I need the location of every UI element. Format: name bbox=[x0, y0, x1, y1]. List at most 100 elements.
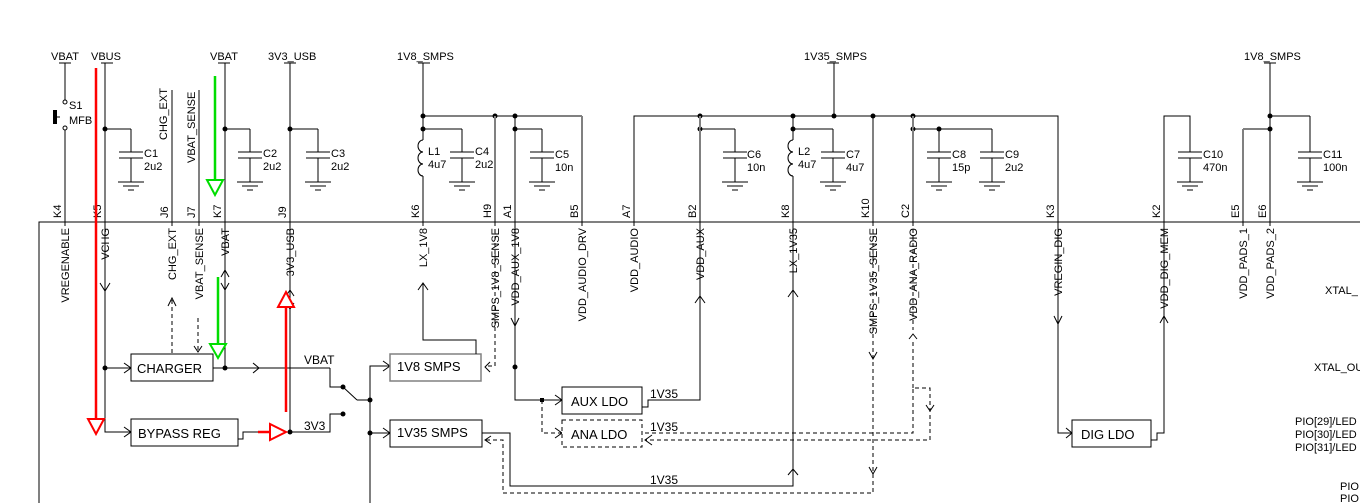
svg-text:1V8 SMPS: 1V8 SMPS bbox=[397, 359, 461, 374]
svg-text:DIG LDO: DIG LDO bbox=[1081, 427, 1134, 442]
svg-text:2u2: 2u2 bbox=[475, 159, 493, 171]
capacitor-c2: C2 2u2 bbox=[237, 129, 281, 191]
capacitor-c3: C3 2u2 bbox=[305, 129, 349, 191]
net-1v35-bottom: 1V35 bbox=[650, 473, 678, 487]
inductor-l2: L2 4u7 bbox=[787, 139, 816, 222]
internal-signal-label: VCHG bbox=[100, 228, 112, 260]
rail-vbat-1: VBAT bbox=[51, 51, 79, 64]
svg-text:2u2: 2u2 bbox=[1005, 162, 1023, 174]
capacitor-c5: C5 10n bbox=[529, 129, 573, 191]
svg-text:4u7: 4u7 bbox=[428, 159, 446, 171]
annotation-red-3v3-path bbox=[258, 289, 296, 442]
svg-text:3V3_USB: 3V3_USB bbox=[268, 51, 316, 63]
svg-text:4u7: 4u7 bbox=[846, 162, 864, 174]
pin-number: K7 bbox=[212, 205, 224, 218]
signal-xtal-in: XTAL_ bbox=[1325, 285, 1359, 297]
pin-number: K4 bbox=[52, 205, 64, 218]
rail-3v3-usb: 3V3_USB bbox=[268, 51, 316, 64]
signal-xtal-out: XTAL_OU bbox=[1314, 362, 1360, 374]
annotation-green-vbat-path bbox=[205, 76, 228, 361]
capacitor-c4: C4 2u2 bbox=[449, 129, 493, 191]
capacitor-c6: C6 10n bbox=[722, 129, 765, 191]
pin-number: B5 bbox=[569, 205, 581, 218]
signal-labels: VREGENABLE VCHG CHG_EXT VBAT_SENSE VBAT 3V3_U… bbox=[60, 227, 1277, 334]
chip-outline bbox=[38, 221, 1360, 503]
capacitor-c8: C8 15p bbox=[926, 129, 970, 191]
pin-number: J7 bbox=[186, 206, 198, 218]
rail-1v8-smps-a: 1V8_SMPS bbox=[397, 51, 454, 64]
internal-signal-label: VREGENABLE bbox=[60, 228, 72, 303]
svg-text:MFB: MFB bbox=[69, 115, 92, 127]
rail-1v35-smps: 1V35_SMPS bbox=[804, 51, 867, 64]
svg-text:C8: C8 bbox=[952, 149, 966, 161]
rail-vbus: VBUS bbox=[91, 51, 121, 64]
block-1v8-smps[interactable]: 1V8 SMPS bbox=[389, 353, 482, 382]
svg-text:2u2: 2u2 bbox=[144, 161, 162, 173]
internal-signal-label: VDD_AUDIO bbox=[629, 228, 641, 293]
pin-number: K2 bbox=[1151, 205, 1163, 218]
block-1v35-smps[interactable]: 1V35 SMPS bbox=[389, 419, 483, 448]
signal-pio31: PIO[31]/LED bbox=[1295, 442, 1357, 454]
svg-text:C1: C1 bbox=[144, 148, 158, 160]
pin-number: J6 bbox=[159, 206, 171, 218]
pin-number: B2 bbox=[687, 205, 699, 218]
internal-signal-label: VBAT bbox=[220, 228, 232, 256]
pin-number: K10 bbox=[860, 198, 872, 218]
block-ana-ldo[interactable]: ANA LDO bbox=[561, 419, 643, 448]
svg-text:C3: C3 bbox=[331, 148, 345, 160]
svg-text:1V8_SMPS: 1V8_SMPS bbox=[1244, 51, 1301, 63]
svg-text:BYPASS REG: BYPASS REG bbox=[138, 426, 221, 441]
rail-vbat-2: VBAT bbox=[210, 51, 238, 64]
net-3v3-internal: 3V3 bbox=[304, 419, 326, 433]
block-bypass-reg[interactable]: BYPASS REG bbox=[130, 418, 239, 447]
internal-signal-label: VBAT_SENSE bbox=[194, 228, 206, 299]
internal-signal-label: 3V3_USB bbox=[285, 228, 297, 276]
svg-text:2u2: 2u2 bbox=[331, 161, 349, 173]
internal-signal-label: VREGIN_DIG bbox=[1053, 228, 1065, 296]
block-charger[interactable]: CHARGER bbox=[130, 353, 214, 382]
net-aux-1v35: 1V35 bbox=[650, 387, 678, 401]
svg-text:C6: C6 bbox=[747, 149, 761, 161]
annotation-red-vbus-path bbox=[86, 68, 106, 437]
net-label-vbat-sense: VBAT_SENSE bbox=[186, 92, 198, 163]
svg-text:S1: S1 bbox=[69, 100, 82, 112]
pin-number: K5 bbox=[92, 205, 104, 218]
internal-signal-label: LX_1V35 bbox=[788, 228, 800, 273]
pin-number: A1 bbox=[502, 205, 514, 218]
svg-text:L1: L1 bbox=[428, 146, 440, 158]
svg-text:C11: C11 bbox=[1323, 149, 1342, 161]
svg-text:C5: C5 bbox=[555, 149, 569, 161]
svg-text:2u2: 2u2 bbox=[263, 161, 281, 173]
block-dig-ldo[interactable]: DIG LDO bbox=[1071, 419, 1152, 448]
pin-number: K6 bbox=[410, 205, 422, 218]
svg-text:C9: C9 bbox=[1005, 149, 1019, 161]
inductor-l1: L1 4u7 bbox=[417, 129, 446, 222]
internal-signal-label: CHG_EXT bbox=[167, 228, 179, 280]
pin-number: J9 bbox=[277, 206, 289, 218]
pin-number: C2 bbox=[900, 204, 912, 218]
block-aux-ldo[interactable]: AUX LDO bbox=[561, 386, 643, 415]
svg-text:470n: 470n bbox=[1203, 162, 1227, 174]
net-ana-1v35: 1V35 bbox=[650, 420, 678, 434]
svg-text:CHARGER: CHARGER bbox=[137, 361, 202, 376]
net-label-chg-ext: CHG_EXT bbox=[158, 88, 170, 140]
svg-text:AUX LDO: AUX LDO bbox=[571, 394, 628, 409]
svg-text:100n: 100n bbox=[1323, 162, 1347, 174]
capacitor-c11: C11 100n bbox=[1297, 116, 1347, 191]
svg-text:4u7: 4u7 bbox=[798, 159, 816, 171]
svg-text:ANA LDO: ANA LDO bbox=[571, 427, 627, 442]
svg-text:1V35 SMPS: 1V35 SMPS bbox=[397, 425, 468, 440]
svg-text:10n: 10n bbox=[555, 162, 573, 174]
pin-number: E6 bbox=[1257, 205, 1269, 218]
svg-text:1V8_SMPS: 1V8_SMPS bbox=[397, 51, 454, 63]
power-selector-switch bbox=[290, 368, 373, 433]
internal-signal-label: SMPS_1V8_SENSE bbox=[490, 228, 502, 328]
capacitor-c7: C7 4u7 bbox=[820, 129, 864, 191]
signal-pio29: PIO[29]/LED bbox=[1295, 416, 1357, 428]
capacitor-c10: C10 470n bbox=[1177, 149, 1227, 191]
signal-pio-b: PIO bbox=[1340, 493, 1359, 503]
pin-number: H9 bbox=[482, 204, 494, 218]
svg-text:VBAT: VBAT bbox=[51, 51, 79, 63]
net-vbat-internal: VBAT bbox=[304, 353, 335, 367]
internal-signal-label: VDD_AUX bbox=[695, 227, 707, 280]
